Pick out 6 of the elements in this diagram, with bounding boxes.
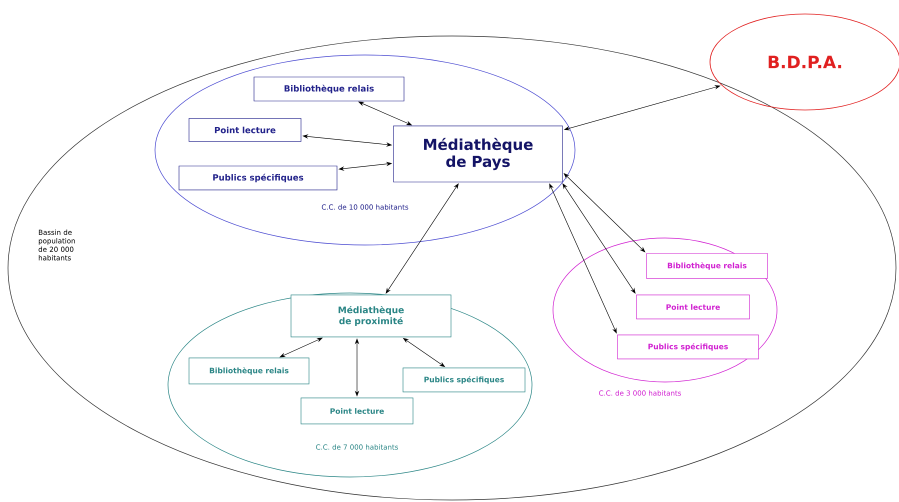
library-box: Médiathèque de proximité bbox=[290, 294, 452, 338]
library-box: Point lecture bbox=[188, 118, 302, 142]
library-box: Publics spécifiques bbox=[178, 166, 338, 190]
library-box: Médiathèque de Pays bbox=[393, 126, 563, 182]
library-box: Bibliothèque relais bbox=[254, 76, 404, 102]
ellipse-region: B.D.P.A. bbox=[710, 14, 899, 110]
